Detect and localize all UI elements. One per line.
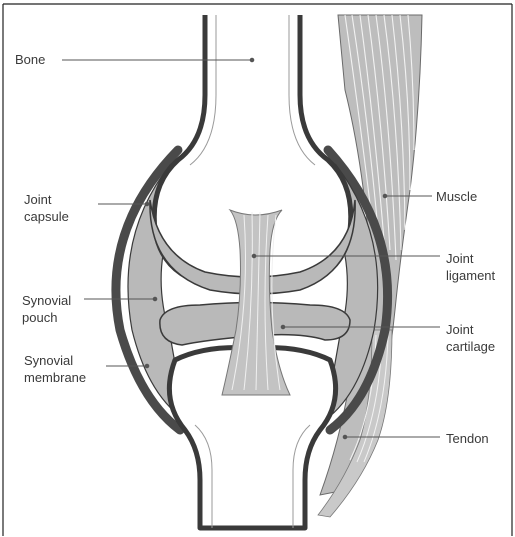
label-synovial-membrane-line1: Synovial <box>24 352 86 369</box>
label-joint-capsule-line1: Joint <box>24 191 69 208</box>
label-bone-text: Bone <box>15 51 45 68</box>
label-joint-capsule-line2: capsule <box>24 208 69 225</box>
label-joint-cartilage-line1: Joint <box>446 321 495 338</box>
label-tendon: Tendon <box>446 430 489 447</box>
label-joint-cartilage: Joint cartilage <box>446 321 495 355</box>
label-joint-ligament-line2: ligament <box>446 267 495 284</box>
label-synovial-pouch-line1: Synovial <box>22 292 71 309</box>
label-synovial-membrane: Synovial membrane <box>24 352 86 386</box>
label-synovial-pouch: Synovial pouch <box>22 292 71 326</box>
label-tendon-text: Tendon <box>446 430 489 447</box>
label-joint-ligament-line1: Joint <box>446 250 495 267</box>
label-synovial-membrane-line2: membrane <box>24 369 86 386</box>
label-joint-cartilage-line2: cartilage <box>446 338 495 355</box>
label-synovial-pouch-line2: pouch <box>22 309 71 326</box>
label-joint-ligament: Joint ligament <box>446 250 495 284</box>
label-muscle-text: Muscle <box>436 188 477 205</box>
label-joint-capsule: Joint capsule <box>24 191 69 225</box>
label-bone: Bone <box>15 51 45 68</box>
label-muscle: Muscle <box>436 188 477 205</box>
